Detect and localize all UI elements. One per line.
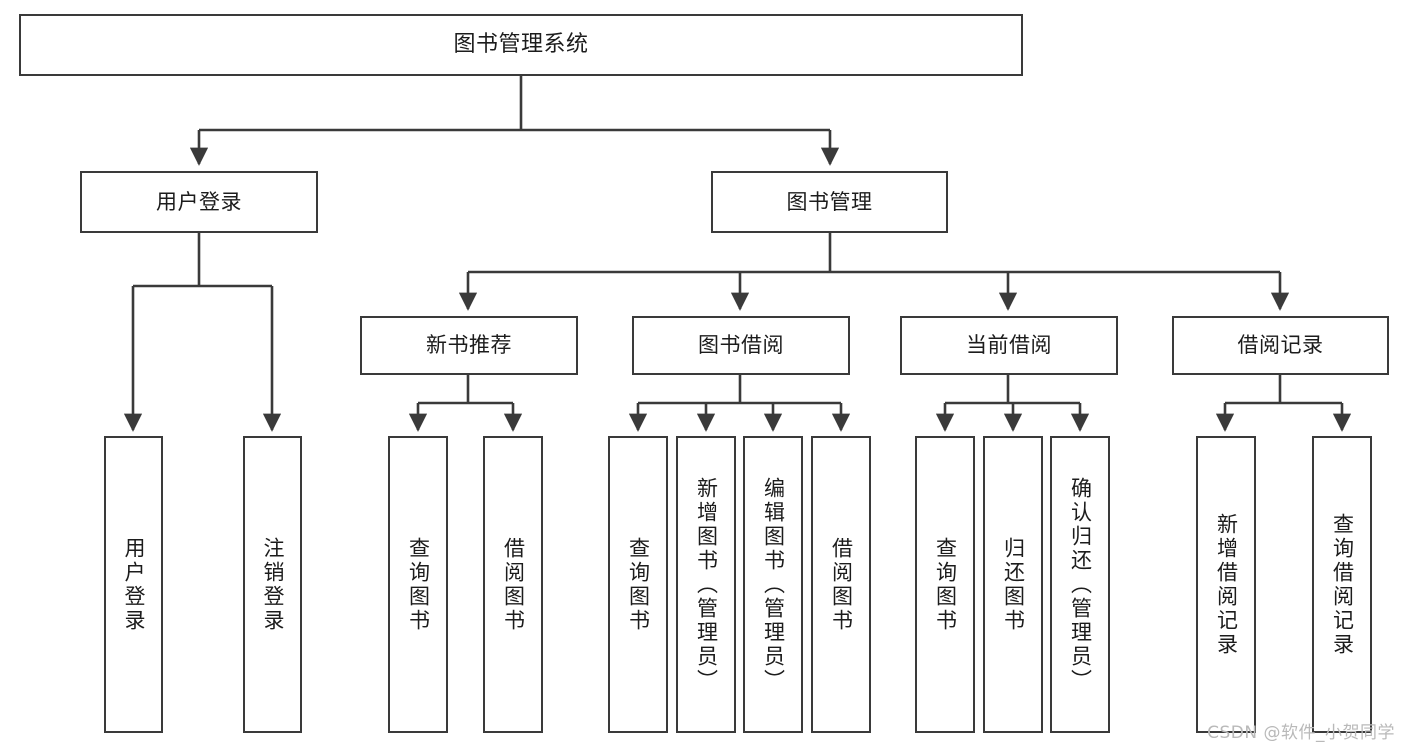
node-root-system[interactable]: 图书管理系统 bbox=[19, 14, 1023, 76]
node-label: 当前借阅 bbox=[966, 333, 1052, 358]
node-label: 图书借阅 bbox=[698, 333, 784, 358]
node-leaf-add-book[interactable]: 新增图书（管理员） bbox=[676, 436, 736, 733]
node-current-borrow[interactable]: 当前借阅 bbox=[900, 316, 1118, 375]
node-leaf-query-book-2[interactable]: 查询图书 bbox=[608, 436, 668, 733]
node-label: 查询图书 bbox=[626, 536, 651, 633]
node-label: 编辑图书（管理员） bbox=[761, 476, 786, 693]
node-new-book-recommend[interactable]: 新书推荐 bbox=[360, 316, 578, 375]
node-label: 确认归还（管理员） bbox=[1068, 476, 1093, 693]
node-label: 图书管理系统 bbox=[453, 32, 589, 58]
node-label: 用户登录 bbox=[156, 189, 242, 214]
node-leaf-query-book-3[interactable]: 查询图书 bbox=[915, 436, 975, 733]
node-leaf-return-book[interactable]: 归还图书 bbox=[983, 436, 1043, 733]
node-label: 新增图书（管理员） bbox=[694, 476, 719, 693]
node-label: 借阅记录 bbox=[1237, 333, 1324, 358]
node-label: 查询图书 bbox=[933, 536, 958, 633]
node-leaf-edit-book[interactable]: 编辑图书（管理员） bbox=[743, 436, 803, 733]
node-label: 查询借阅记录 bbox=[1330, 512, 1355, 657]
node-label: 借阅图书 bbox=[829, 536, 854, 633]
node-label: 借阅图书 bbox=[501, 536, 526, 633]
node-leaf-logout[interactable]: 注销登录 bbox=[243, 436, 302, 733]
node-borrow-record[interactable]: 借阅记录 bbox=[1172, 316, 1389, 375]
node-leaf-confirm-return[interactable]: 确认归还（管理员） bbox=[1050, 436, 1110, 733]
node-label: 查询图书 bbox=[406, 536, 431, 633]
node-leaf-add-record[interactable]: 新增借阅记录 bbox=[1196, 436, 1256, 733]
node-label: 新书推荐 bbox=[426, 333, 512, 358]
node-user-login[interactable]: 用户登录 bbox=[80, 171, 318, 233]
watermark-text: CSDN @软件_小贺同学 bbox=[1207, 723, 1395, 743]
node-book-management[interactable]: 图书管理 bbox=[711, 171, 948, 233]
node-leaf-query-record[interactable]: 查询借阅记录 bbox=[1312, 436, 1372, 733]
node-leaf-borrow-book-2[interactable]: 借阅图书 bbox=[811, 436, 871, 733]
node-leaf-query-book-1[interactable]: 查询图书 bbox=[388, 436, 448, 733]
node-book-borrow[interactable]: 图书借阅 bbox=[632, 316, 850, 375]
node-leaf-user-login[interactable]: 用户登录 bbox=[104, 436, 163, 733]
node-leaf-borrow-book-1[interactable]: 借阅图书 bbox=[483, 436, 543, 733]
node-label: 图书管理 bbox=[786, 189, 873, 214]
node-label: 归还图书 bbox=[1001, 536, 1026, 633]
node-label: 新增借阅记录 bbox=[1214, 512, 1239, 657]
node-label: 注销登录 bbox=[261, 536, 285, 633]
node-label: 用户登录 bbox=[122, 536, 146, 633]
